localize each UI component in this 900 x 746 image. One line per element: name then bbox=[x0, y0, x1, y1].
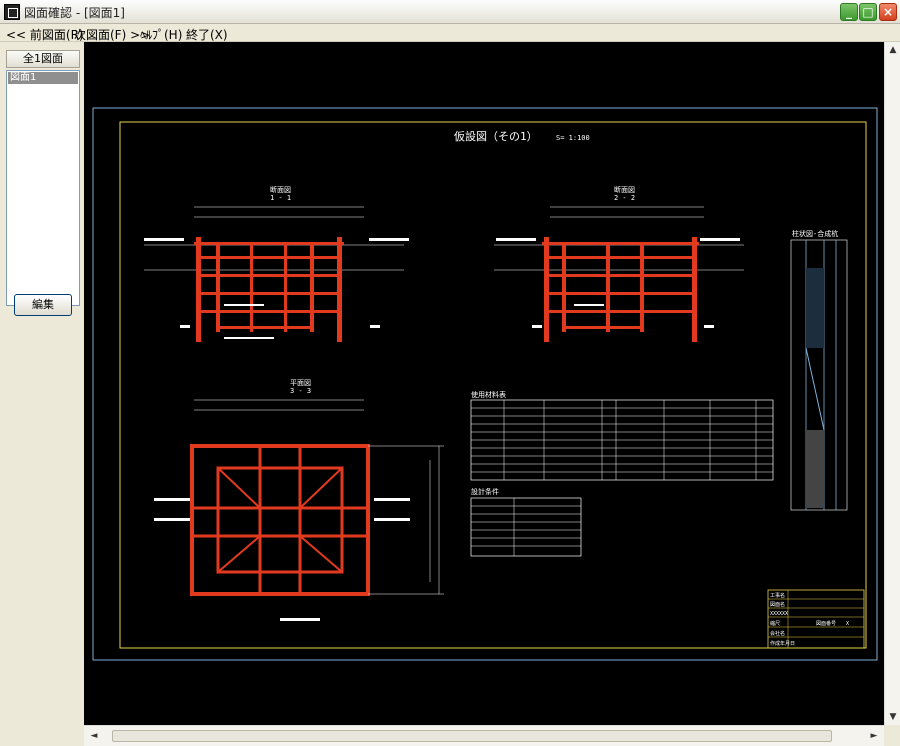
tb-scale-value: 図面番号 bbox=[816, 620, 836, 627]
boring-log: 柱状図-合成杭 bbox=[790, 229, 848, 511]
tb-row3: XXXXXX bbox=[770, 611, 788, 617]
menu-bar: << 前図面(R) 次図面(F) >> ﾍﾙﾌﾟ(H) 終了(X) bbox=[0, 24, 900, 42]
design-title: 設計条件 bbox=[471, 487, 499, 496]
window-title: 図面確認 - [図面1] bbox=[24, 6, 125, 20]
section-2-title: 断面図 bbox=[614, 185, 635, 194]
drawing-count-header: 全1図面 bbox=[6, 50, 80, 68]
section-1-1: 断面図 1 - 1 bbox=[144, 185, 409, 342]
materials-title: 使用材料表 bbox=[471, 390, 506, 399]
scroll-right-button[interactable]: ► bbox=[870, 731, 878, 741]
design-conditions-table: 設計条件 bbox=[470, 487, 582, 557]
minimize-button[interactable]: _ bbox=[840, 3, 858, 21]
scroll-corner bbox=[884, 725, 900, 746]
menu-exit[interactable]: 終了(X) bbox=[186, 28, 228, 42]
tb-row2: 図面名 bbox=[770, 601, 785, 608]
tb-row5: 会社名 bbox=[770, 630, 785, 637]
materials-table: 使用材料表 bbox=[470, 390, 774, 481]
drawing-canvas[interactable]: 仮設図（その1） S= 1:100 断面図 1 - 1 bbox=[84, 42, 884, 725]
horizontal-scrollbar[interactable]: ◄ ► bbox=[84, 725, 884, 746]
title-block: 工事名 図面名 XXXXXX 縮尺 会社名 作成年月日 図面番号 X bbox=[767, 589, 865, 649]
boring-title: 柱状図-合成杭 bbox=[792, 229, 838, 238]
menu-next-drawing[interactable]: 次図面(F) >> bbox=[74, 28, 151, 42]
section-1-title: 断面図 bbox=[270, 185, 291, 194]
maximize-button[interactable]: □ bbox=[859, 3, 877, 21]
tb-row6: 作成年月日 bbox=[770, 640, 795, 647]
title-bar: 図面確認 - [図面1] _ □ × bbox=[0, 0, 900, 24]
sidebar: 全1図面 図面1 編集 bbox=[0, 42, 84, 746]
horizontal-scroll-thumb[interactable] bbox=[112, 730, 832, 742]
cad-drawing: 仮設図（その1） S= 1:100 断面図 1 - 1 bbox=[92, 107, 878, 661]
edit-button[interactable]: 編集 bbox=[14, 294, 72, 316]
plan-title: 平面図 bbox=[290, 379, 311, 387]
drawing-list-item[interactable]: 図面1 bbox=[8, 72, 78, 84]
drawing-list[interactable]: 図面1 bbox=[6, 70, 80, 306]
plan-3-3: 平面図 3 - 3 bbox=[154, 379, 444, 621]
menu-prev-drawing[interactable]: << 前図面(R) bbox=[6, 28, 84, 42]
app-icon bbox=[4, 4, 20, 20]
close-button[interactable]: × bbox=[879, 3, 897, 21]
tb-row1: 工事名 bbox=[770, 592, 785, 599]
section-2-2: 断面図 2 - 2 bbox=[494, 185, 744, 342]
menu-help[interactable]: ﾍﾙﾌﾟ(H) bbox=[140, 28, 183, 42]
scroll-up-button[interactable]: ▲ bbox=[889, 45, 897, 55]
drawing-scale: S= 1:100 bbox=[556, 134, 590, 142]
inner-border bbox=[119, 121, 867, 649]
tb-row4: 縮尺 bbox=[770, 620, 780, 627]
tb-flag: X bbox=[846, 621, 849, 627]
drawing-title: 仮設図（その1） bbox=[454, 129, 538, 143]
section-1-sub: 1 - 1 bbox=[270, 194, 291, 202]
outer-border bbox=[92, 107, 878, 661]
scroll-down-button[interactable]: ▼ bbox=[889, 712, 897, 722]
scroll-left-button[interactable]: ◄ bbox=[90, 731, 98, 741]
vertical-scrollbar[interactable]: ▲ ▼ bbox=[884, 42, 900, 725]
section-2-sub: 2 - 2 bbox=[614, 194, 635, 202]
plan-sub: 3 - 3 bbox=[290, 387, 311, 395]
